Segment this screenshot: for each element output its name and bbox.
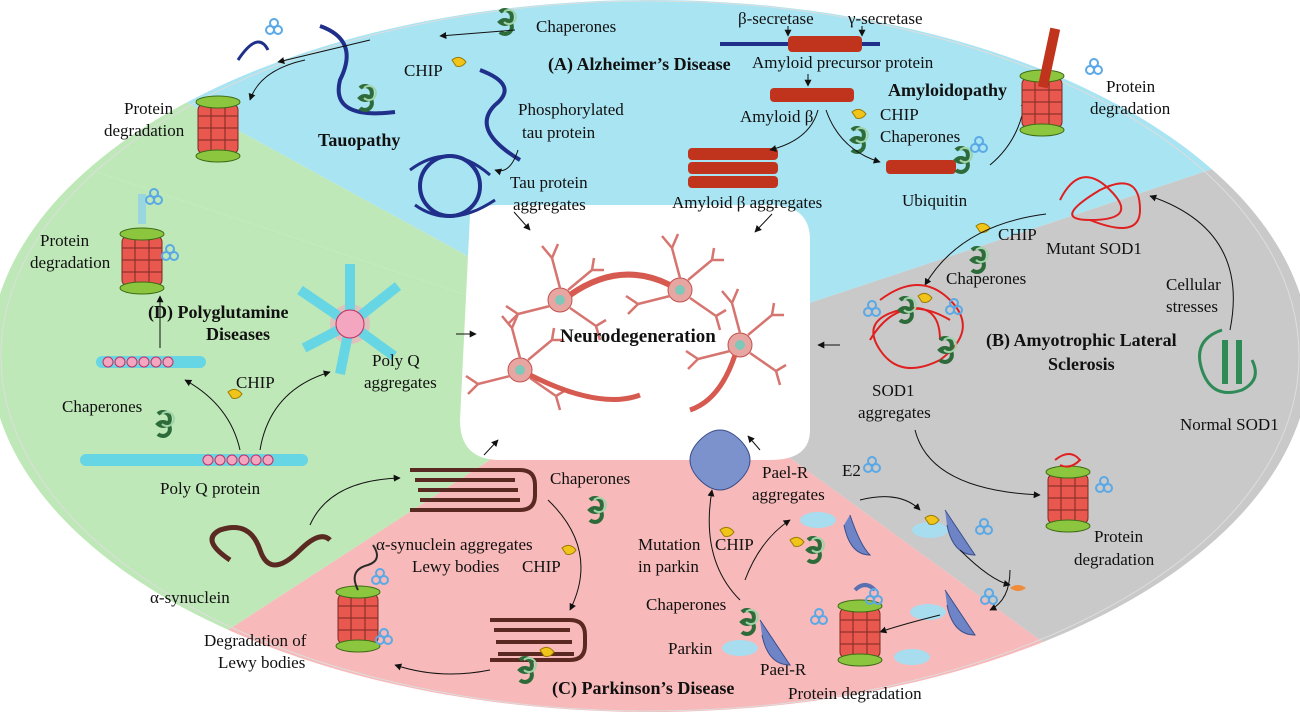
proteasome-a1 bbox=[195, 95, 241, 163]
polyq-protein bbox=[80, 454, 308, 466]
polyq-section: Protein degradation (D) Polyglutamine Di… bbox=[30, 188, 477, 498]
abeta-label: Amyloid β bbox=[740, 107, 813, 126]
als-title-2: Sclerosis bbox=[1048, 354, 1115, 374]
beta-secretase-label: β-secretase bbox=[738, 9, 814, 28]
center-label: Neurodegeneration bbox=[560, 326, 716, 347]
chaperones-label-a2: Chaperones bbox=[880, 127, 960, 146]
degradation-label-a1-2: degradation bbox=[104, 121, 185, 140]
sector-alzheimers bbox=[0, 0, 1300, 356]
degradation-label-b-1: Protein bbox=[1094, 527, 1144, 546]
stress-label-2: stresses bbox=[1166, 297, 1218, 316]
amyloidopathy-label: Amyloidopathy bbox=[888, 80, 1007, 100]
mutation-label-1: Mutation bbox=[638, 535, 701, 554]
degradation-label-a2-2: degradation bbox=[1090, 99, 1171, 118]
chaperones-label-b: Chaperones bbox=[946, 269, 1026, 288]
als-section: Mutant SOD1 CHIP Chaperones Cellular str… bbox=[817, 176, 1279, 569]
neuron-illustrations bbox=[464, 232, 788, 413]
parkinsons-title: (C) Parkinson’s Disease bbox=[552, 678, 734, 699]
tau-agg-label-1: Tau protein bbox=[510, 173, 588, 192]
tau-protein-chain bbox=[319, 24, 396, 116]
sector-polyq bbox=[0, 140, 650, 712]
app-segment bbox=[788, 36, 862, 52]
polyq-title-2: Diseases bbox=[206, 324, 270, 344]
abeta-aggregates bbox=[688, 148, 778, 188]
tau-aggregates bbox=[409, 154, 496, 218]
asyn-aggregates bbox=[410, 468, 537, 512]
polyq-title-1: (D) Polyglutamine bbox=[148, 302, 288, 323]
proteasome-c1 bbox=[335, 585, 381, 653]
e2-label: E2 bbox=[842, 461, 861, 480]
chaperones-label-d: Chaperones bbox=[62, 397, 142, 416]
polyq-aggregate-star bbox=[297, 264, 402, 375]
mutant-sod1-label: Mutant SOD1 bbox=[1046, 239, 1142, 258]
alzheimers-section: (A) Alzheimer’s Disease Tauopathy Chaper… bbox=[104, 8, 1171, 233]
chip-label-a2: CHIP bbox=[880, 105, 919, 124]
parkinsons-section: α-synuclein α-synuclein aggregates Lewy … bbox=[150, 429, 1026, 703]
stress-label-1: Cellular bbox=[1166, 275, 1221, 294]
normal-sod1-label: Normal SOD1 bbox=[1180, 415, 1279, 434]
lewy-label: Lewy bodies bbox=[412, 557, 499, 576]
chip-label-d: CHIP bbox=[236, 373, 275, 392]
paelr-label: Pael-R bbox=[760, 660, 807, 679]
sod1-agg-label-1: SOD1 bbox=[872, 381, 915, 400]
sector-als bbox=[650, 140, 1300, 712]
chip-label-b: CHIP bbox=[998, 225, 1037, 244]
polyq-chain-short bbox=[96, 356, 206, 368]
asyn-label: α-synuclein bbox=[150, 588, 230, 607]
phospho-tau-chain bbox=[479, 68, 522, 162]
abeta-segment bbox=[770, 88, 854, 102]
paelr-agg-label-1: Pael-R bbox=[762, 463, 809, 482]
app-label: Amyloid precursor protein bbox=[752, 53, 934, 72]
polyq-agg-label-1: Poly Q bbox=[372, 351, 420, 370]
sod1-aggregates bbox=[863, 284, 964, 369]
tau-agg-label-2: aggregates bbox=[513, 195, 586, 214]
degradation-label-a1-1: Protein bbox=[124, 99, 174, 118]
proteasome-c2 bbox=[837, 599, 883, 667]
normal-sod1 bbox=[1198, 328, 1257, 394]
polyq-protein-label: Poly Q protein bbox=[160, 479, 261, 498]
tauopathy-label: Tauopathy bbox=[318, 130, 400, 150]
mutation-label-2: in parkin bbox=[638, 557, 699, 576]
als-title-1: (B) Amyotrophic Lateral bbox=[986, 330, 1177, 351]
ubiquitin-label: Ubiquitin bbox=[902, 191, 968, 210]
asyn-agg-label: α-synuclein aggregates bbox=[376, 535, 533, 554]
paelr-agg-label-2: aggregates bbox=[752, 485, 825, 504]
alzheimers-title: (A) Alzheimer’s Disease bbox=[548, 54, 731, 75]
polyq-agg-label-2: aggregates bbox=[364, 373, 437, 392]
alpha-synuclein bbox=[209, 525, 332, 568]
degradation-label-c: Protein degradation bbox=[788, 684, 922, 703]
phospho-label-2: tau protein bbox=[522, 123, 596, 142]
phospho-label-1: Phosphorylated bbox=[518, 100, 624, 119]
chip-label-c2: CHIP bbox=[715, 535, 754, 554]
degradation-label-d-2: degradation bbox=[30, 253, 111, 272]
mutant-sod1 bbox=[1059, 176, 1142, 229]
chaperones-label-c1: Chaperones bbox=[550, 469, 630, 488]
sod1-agg-label-2: aggregates bbox=[858, 403, 931, 422]
abeta-agg-label: Amyloid β aggregates bbox=[672, 193, 822, 212]
parkin-label: Parkin bbox=[668, 639, 713, 658]
degradation-label-d-1: Protein bbox=[40, 231, 90, 250]
deg-lewy-label-2: Lewy bodies bbox=[218, 653, 305, 672]
lewy-bodies bbox=[490, 618, 587, 684]
proteasome-d bbox=[119, 227, 165, 295]
center-region bbox=[460, 205, 810, 460]
chaperones-label-c2: Chaperones bbox=[646, 595, 726, 614]
degradation-label-b-2: degradation bbox=[1074, 550, 1155, 569]
degradation-label-a2-1: Protein bbox=[1106, 77, 1156, 96]
chaperones-label-a1: Chaperones bbox=[536, 17, 616, 36]
chip-label-a1: CHIP bbox=[404, 61, 443, 80]
paelr-aggregates bbox=[689, 429, 751, 491]
deg-lewy-label-1: Degradation of bbox=[204, 631, 307, 650]
proteasome-b bbox=[1045, 465, 1091, 533]
gamma-secretase-label: γ-secretase bbox=[847, 9, 923, 28]
chip-label-c1: CHIP bbox=[522, 557, 561, 576]
